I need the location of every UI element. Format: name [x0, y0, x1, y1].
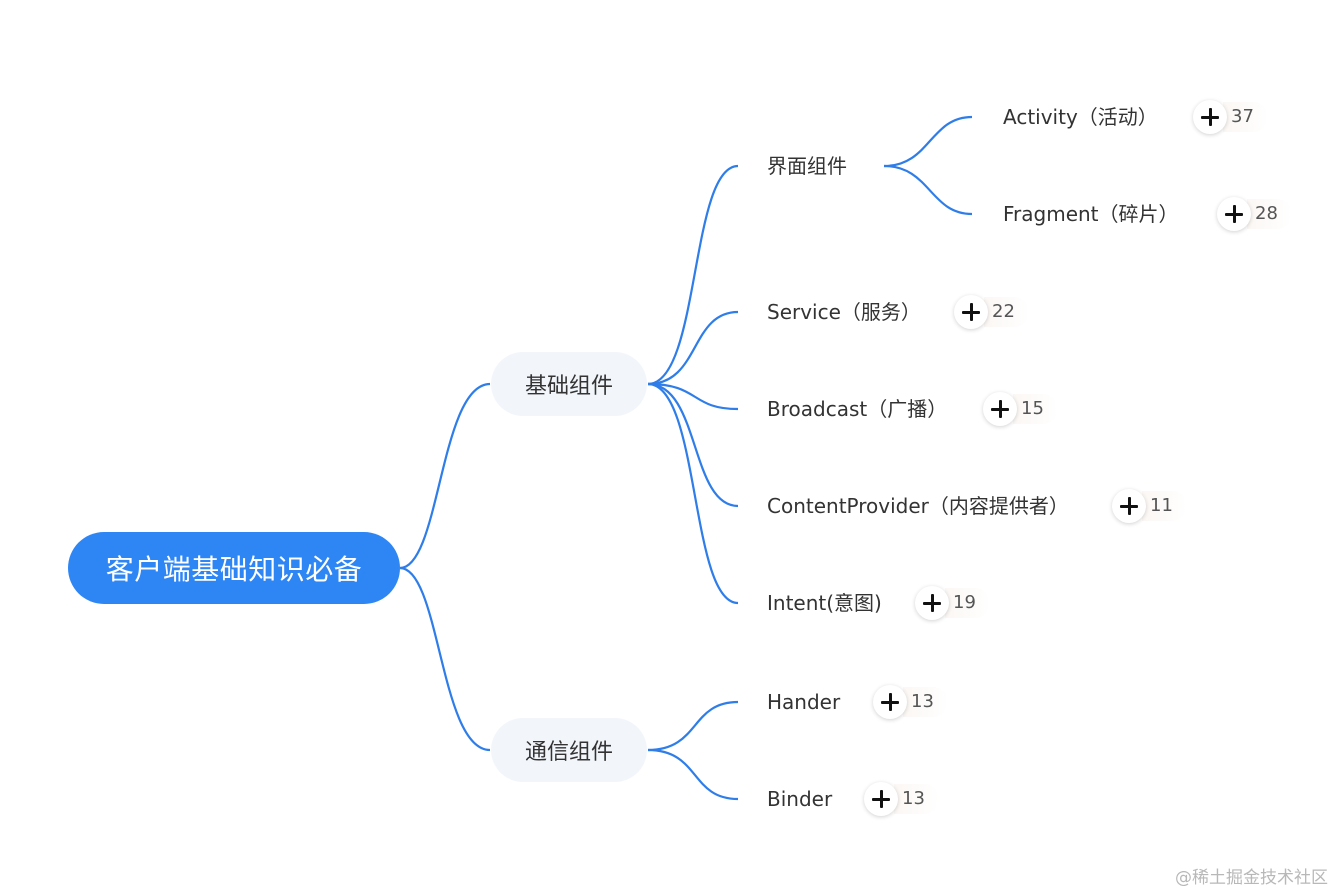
- child-count: 15: [1013, 394, 1058, 424]
- node-label: Fragment（碎片）: [1003, 202, 1179, 226]
- branch-label: 基础组件: [524, 374, 613, 399]
- root-node[interactable]: 客户端基础知识必备: [68, 532, 400, 604]
- expand-service-button[interactable]: 22: [954, 295, 1029, 329]
- plus-icon: [1112, 489, 1146, 523]
- node-binder[interactable]: Binder: [767, 784, 832, 814]
- edge-basic-service: [647, 310, 739, 386]
- child-count: 22: [984, 297, 1029, 327]
- watermark: @稀土掘金技术社区: [1175, 868, 1328, 888]
- edge-root-basic: [399, 382, 491, 570]
- expand-content-provider-button[interactable]: 11: [1112, 489, 1187, 523]
- edge-ui-fragment: [883, 164, 973, 216]
- node-hander[interactable]: Hander: [767, 687, 840, 717]
- expand-activity-button[interactable]: 37: [1193, 100, 1268, 134]
- node-label: Intent(意图): [767, 591, 882, 615]
- expand-intent-button[interactable]: 19: [915, 586, 990, 620]
- edge-basic-provider: [647, 382, 739, 508]
- node-intent[interactable]: Intent(意图): [767, 588, 882, 618]
- plus-icon: [873, 685, 907, 719]
- plus-icon: [864, 782, 898, 816]
- child-count: 13: [903, 687, 948, 717]
- edge-comm-binder: [647, 748, 739, 801]
- root-label: 客户端基础知识必备: [105, 553, 363, 586]
- node-fragment[interactable]: Fragment（碎片）: [1003, 199, 1179, 229]
- node-label: Service（服务）: [767, 300, 921, 324]
- edge-root-comm: [399, 566, 491, 752]
- child-count: 19: [945, 588, 990, 618]
- node-ui-components[interactable]: 界面组件: [767, 151, 847, 181]
- node-label: Hander: [767, 690, 841, 714]
- branch-node-communication-components[interactable]: 通信组件: [491, 718, 647, 782]
- branch-label: 通信组件: [524, 740, 613, 765]
- node-broadcast[interactable]: Broadcast（广播）: [767, 394, 947, 424]
- plus-icon: [1217, 197, 1251, 231]
- node-label: Activity（活动）: [1003, 105, 1158, 129]
- edge-basic-intent: [647, 382, 739, 605]
- plus-icon: [915, 586, 949, 620]
- node-label: Binder: [767, 787, 833, 811]
- node-label: Broadcast（广播）: [767, 397, 948, 421]
- edge-comm-hander: [647, 700, 739, 752]
- node-label: 界面组件: [767, 154, 847, 178]
- child-count: 13: [894, 784, 939, 814]
- branch-node-basic-components[interactable]: 基础组件: [491, 352, 647, 416]
- expand-broadcast-button[interactable]: 15: [983, 392, 1058, 426]
- plus-icon: [983, 392, 1017, 426]
- edge-basic-ui: [647, 164, 739, 386]
- node-activity[interactable]: Activity（活动）: [1003, 102, 1158, 132]
- node-service[interactable]: Service（服务）: [767, 297, 921, 327]
- plus-icon: [954, 295, 988, 329]
- node-content-provider[interactable]: ContentProvider（内容提供者）: [767, 491, 1069, 521]
- child-count: 11: [1142, 491, 1187, 521]
- expand-fragment-button[interactable]: 28: [1217, 197, 1292, 231]
- node-label: ContentProvider（内容提供者）: [767, 494, 1069, 518]
- expand-binder-button[interactable]: 13: [864, 782, 939, 816]
- child-count: 37: [1223, 102, 1268, 132]
- expand-hander-button[interactable]: 13: [873, 685, 948, 719]
- child-count: 28: [1247, 199, 1292, 229]
- plus-icon: [1193, 100, 1227, 134]
- edge-basic-broadcast: [647, 382, 739, 411]
- edge-ui-activity: [883, 115, 973, 168]
